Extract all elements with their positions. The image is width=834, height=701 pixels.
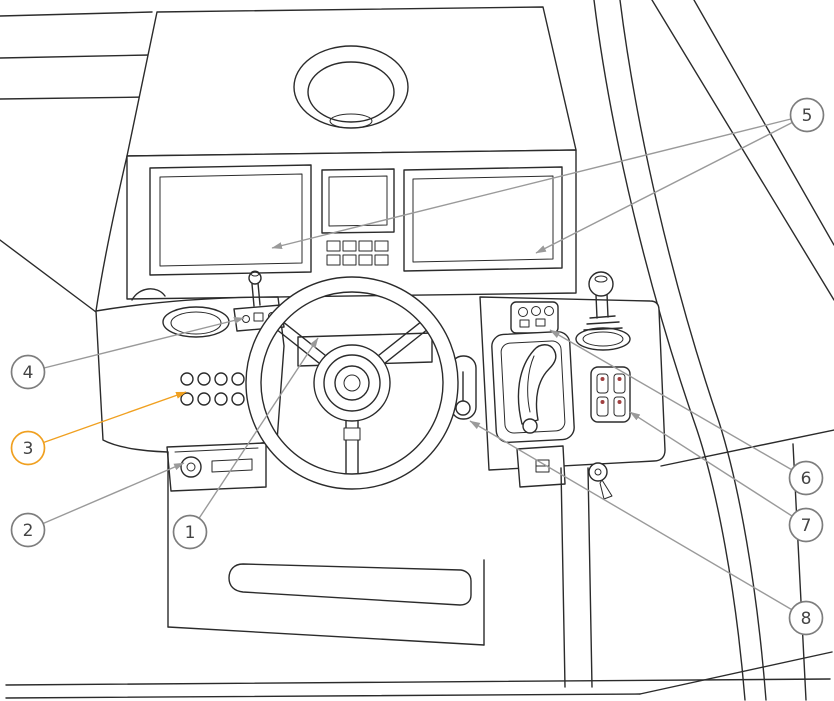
pedestal xyxy=(167,451,593,688)
callouts: 1 2 3 4 5 6 7 8 xyxy=(10,97,825,636)
leader-5-left-display xyxy=(271,114,808,249)
leader-5-right-display xyxy=(535,114,808,254)
callout-4: 4 xyxy=(10,354,46,390)
switch-panel-upper xyxy=(510,301,559,334)
center-keypad xyxy=(326,240,389,266)
left-display xyxy=(149,164,312,276)
leader-1 xyxy=(189,337,319,533)
callout-5: 5 xyxy=(789,97,825,133)
footrest-bar xyxy=(228,563,472,606)
throttle-handle xyxy=(517,344,557,425)
callout-2-label: 2 xyxy=(23,521,34,541)
spoke-clamp xyxy=(343,427,361,441)
callout-8: 8 xyxy=(788,600,824,636)
dash-left-edge xyxy=(95,155,128,312)
callout-7-label: 7 xyxy=(801,516,812,536)
callout-7: 7 xyxy=(788,507,824,543)
steering-wheel xyxy=(245,276,459,490)
wheel-rim xyxy=(245,276,459,490)
callout-1: 1 xyxy=(172,514,208,550)
callout-6-label: 6 xyxy=(801,469,812,489)
leader-7 xyxy=(629,411,807,526)
leader-3 xyxy=(27,391,187,449)
grab-handle xyxy=(131,288,166,301)
leader-6 xyxy=(549,329,807,479)
callout-2: 2 xyxy=(10,512,46,548)
center-display xyxy=(321,168,395,234)
hull-lines xyxy=(0,11,153,313)
callout-5-label: 5 xyxy=(802,106,813,126)
wheel-spokes xyxy=(277,322,427,474)
engine-joystick xyxy=(575,271,631,351)
callout-4-label: 4 xyxy=(23,363,34,383)
leader-8 xyxy=(469,420,807,619)
leader-4 xyxy=(27,317,245,373)
leader-lines xyxy=(27,114,808,619)
floor-lines xyxy=(5,651,833,699)
right-display xyxy=(403,166,563,272)
callout-1-label: 1 xyxy=(185,523,196,543)
callout-3: 3 xyxy=(10,430,46,466)
callout-3-label: 3 xyxy=(23,439,34,459)
callout-6: 6 xyxy=(788,460,824,496)
windshield-frame xyxy=(593,0,834,701)
glovebox xyxy=(166,442,267,492)
switch-panel-right xyxy=(590,366,631,423)
glovebox-knob xyxy=(180,456,202,478)
callout-8-label: 8 xyxy=(801,609,812,629)
helm-console xyxy=(95,6,666,688)
compass-dome xyxy=(293,45,409,129)
throttle-control xyxy=(491,330,575,444)
button-panel xyxy=(180,372,245,406)
leader-2 xyxy=(27,462,185,531)
cup-holder xyxy=(162,306,230,338)
